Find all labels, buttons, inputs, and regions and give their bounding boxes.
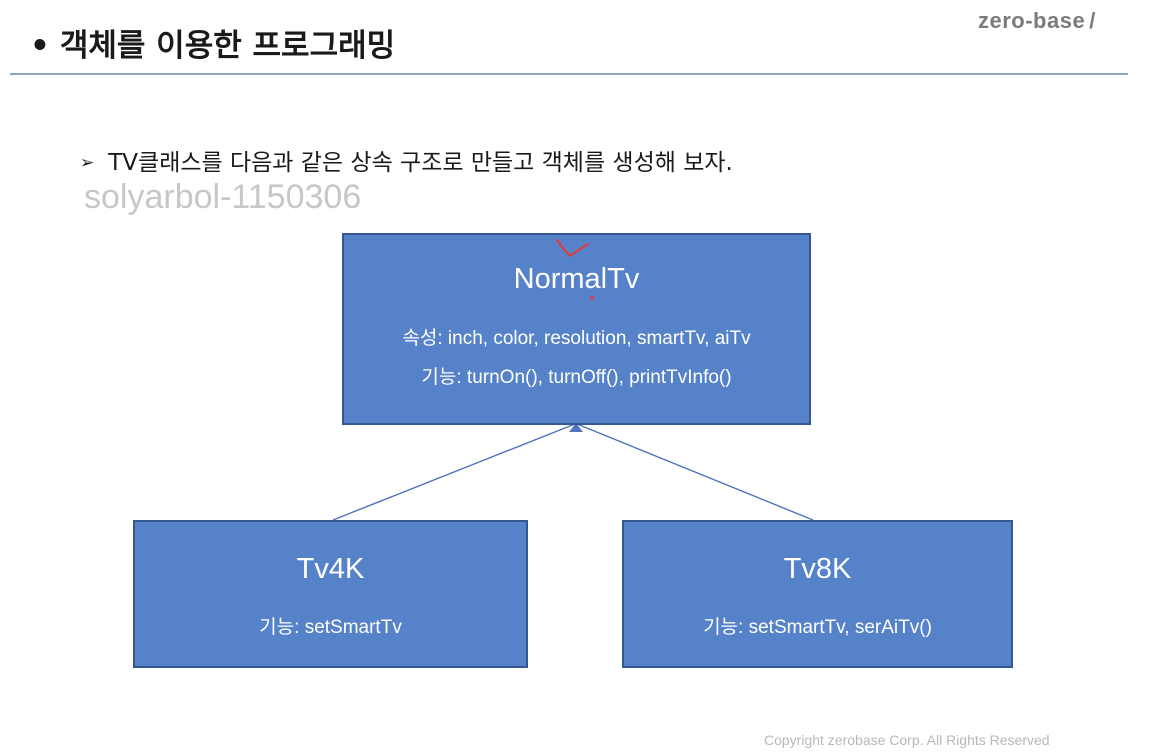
brand-logo-slash: / bbox=[1089, 8, 1096, 33]
slide-title: •객체를 이용한 프로그래밍 bbox=[30, 26, 395, 66]
connector-tv8k-to-normaltv bbox=[576, 423, 814, 521]
tv8k-functions: 기능: setSmartTv, serAiTv() bbox=[703, 617, 932, 638]
tv4k-functions: 기능: setSmartTv bbox=[259, 617, 402, 638]
arrow-bullet-icon: ➢ bbox=[80, 153, 95, 173]
connector-tv4k-to-normaltv bbox=[332, 423, 576, 521]
intro-instruction: ➢ TV클래스를 다음과 같은 상속 구조로 만들고 객체를 생성해 보자. bbox=[80, 147, 733, 179]
intro-text: TV클래스를 다음과 같은 상속 구조로 만들고 객체를 생성해 보자. bbox=[108, 150, 733, 176]
normaltv-functions: 기능: turnOn(), turnOff(), printTvInfo() bbox=[421, 367, 732, 388]
title-bullet: • bbox=[30, 28, 50, 64]
brand-logo-text: zero-base bbox=[978, 8, 1086, 33]
class-name-normaltv: NormalTv bbox=[513, 263, 640, 295]
normaltv-attributes: 속성: inch, color, resolution, smartTv, ai… bbox=[402, 328, 751, 349]
title-divider bbox=[10, 73, 1128, 75]
brand-logo: zero-base/ bbox=[978, 8, 1096, 34]
user-watermark: solyarbol-1150306 bbox=[84, 178, 362, 216]
class-box-tv4k: Tv4K 기능: setSmartTv bbox=[133, 520, 528, 668]
class-name-tv4k: Tv4K bbox=[296, 553, 365, 585]
slide-title-text: 객체를 이용한 프로그래밍 bbox=[59, 28, 396, 64]
class-box-normaltv: NormalTv 속성: inch, color, resolution, sm… bbox=[342, 233, 811, 425]
class-name-tv8k: Tv8K bbox=[783, 553, 852, 585]
copyright-notice: Copyright zerobase Corp. All Rights Rese… bbox=[764, 732, 1050, 748]
class-box-tv8k: Tv8K 기능: setSmartTv, serAiTv() bbox=[622, 520, 1013, 668]
